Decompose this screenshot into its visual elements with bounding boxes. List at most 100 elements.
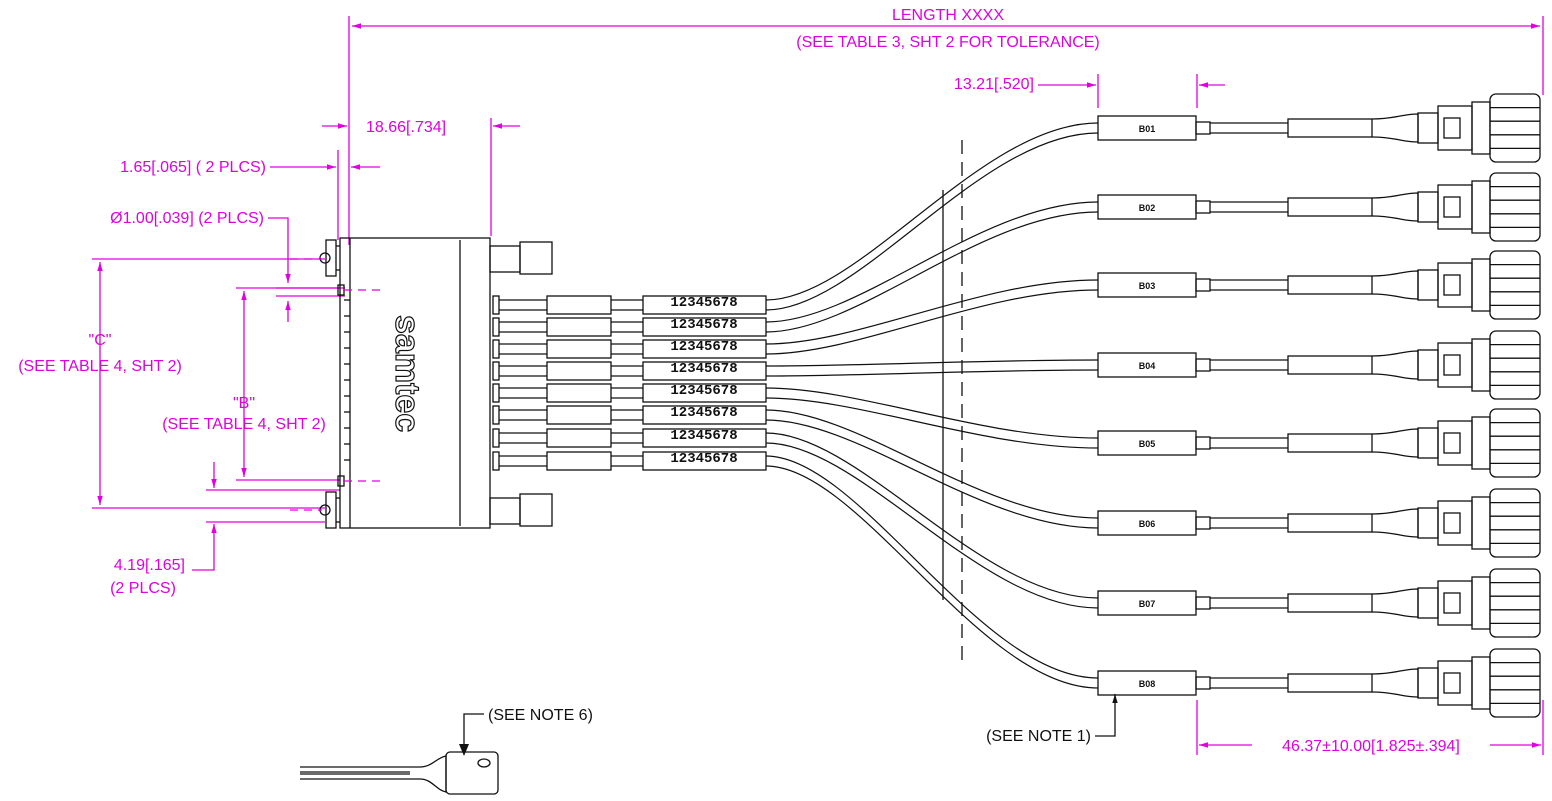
hole-diameter-dimension: Ø1.00[.039] (2 PLCS) [110, 210, 345, 322]
cable-label-text: B04 [1139, 361, 1156, 371]
b-label: "B" [233, 395, 255, 412]
cable-ferrule [492, 405, 500, 425]
cable-sleeves: 12345678 12345678 12345678 12345678 12345678… [492, 295, 767, 471]
flange-text: 1.65[.065] ( 2 PLCS) [120, 159, 266, 176]
cable-wire [765, 419, 1099, 529]
cable-wire [765, 289, 1099, 355]
connector-nut [1489, 172, 1541, 242]
cable-label-text: B03 [1139, 281, 1156, 291]
connector-boot [1371, 192, 1419, 222]
body-depth-dimension: 18.66[.734] [322, 118, 520, 236]
connector-ferrule [1417, 507, 1439, 539]
cable-sleeve-end [1195, 676, 1211, 690]
connector-ferrule [1417, 191, 1439, 223]
connector-coupling [1471, 416, 1491, 470]
cable-wire [765, 201, 1099, 323]
marker-band-text: 12345678 [670, 451, 737, 467]
cable-sleeve-end [1195, 436, 1211, 450]
cable-wire [765, 387, 1099, 439]
connector-window [1443, 117, 1461, 139]
marker-band-text: 12345678 [670, 383, 737, 399]
note-6-text: (SEE NOTE 6) [488, 707, 593, 724]
cable-label-text: B02 [1139, 203, 1156, 213]
connector-ferrule [1417, 269, 1439, 301]
connector-window [1443, 592, 1461, 614]
cable-ferrule [492, 361, 500, 381]
c-dimension: "C" (SEE TABLE 4, SHT 2) [18, 258, 325, 509]
connector-boot [1371, 113, 1419, 143]
length-dimension: LENGTH XXXX (SEE TABLE 3, SHT 2 FOR TOLE… [348, 7, 1544, 245]
marker-band [642, 383, 767, 403]
heat-shrink-sleeve [546, 405, 612, 425]
connector-ferrule [1417, 112, 1439, 144]
note-6-callout: (SEE NOTE 6) [459, 707, 593, 756]
connector-body [1437, 184, 1473, 230]
cable-label-text: B05 [1139, 439, 1156, 449]
cable-jacket [1287, 433, 1373, 453]
cable-jacket [1287, 513, 1373, 533]
cable-sleeve-end [1195, 200, 1211, 214]
connector-coupling [1471, 258, 1491, 312]
connector-window [1443, 432, 1461, 454]
connector-nut [1489, 250, 1541, 320]
marker-band [642, 428, 767, 448]
cable-label-text: B07 [1139, 599, 1156, 609]
connector-coupling [1471, 496, 1491, 550]
connector-body [1437, 660, 1473, 706]
connector-boot [1371, 508, 1419, 538]
connector-body [1437, 420, 1473, 466]
connector-nut [1489, 648, 1541, 718]
cable-jacket [1287, 673, 1373, 693]
connector-body [1437, 342, 1473, 388]
cable-jacket [1287, 275, 1373, 295]
connector-window [1443, 512, 1461, 534]
connector-nut [1489, 488, 1541, 558]
cable-wire [765, 442, 1099, 609]
marker-band [642, 295, 767, 315]
cable-jacket [1287, 593, 1373, 613]
connector-nut [1489, 93, 1541, 163]
marker-band [642, 361, 767, 381]
cable-wire [765, 397, 1099, 449]
cable-wire [765, 432, 1099, 599]
heat-shrink-sleeve [546, 339, 612, 359]
heat-shrink-sleeve [546, 383, 612, 403]
hole-diameter-text: Ø1.00[.039] (2 PLCS) [110, 210, 264, 227]
cable-wire [765, 359, 1099, 367]
cable-ferrule [492, 317, 500, 337]
cable-wire [765, 279, 1099, 345]
cable-wire [765, 409, 1099, 519]
heat-shrink-sleeve [546, 295, 612, 315]
cable-jacket [1287, 355, 1373, 375]
break-line [942, 140, 963, 660]
connector-nut [1489, 408, 1541, 478]
cable-wire [765, 369, 1099, 377]
connector-coupling [1471, 576, 1491, 630]
edge-offset-qty-text: (2 PLCS) [110, 580, 176, 597]
marker-band-text: 12345678 [670, 428, 737, 444]
samtec-logo: samtec [388, 315, 426, 432]
cable-jacket [1287, 197, 1373, 217]
cable-wire [765, 211, 1099, 333]
cable-jacket [1287, 118, 1373, 138]
marker-band-text: 12345678 [670, 295, 737, 311]
heat-shrink-sleeve [546, 317, 612, 337]
connector-length-text: 46.37±10.00[1.825±.394] [1282, 738, 1460, 755]
connector-boot [1371, 428, 1419, 458]
cable-ferrule [492, 451, 500, 471]
c-reference: (SEE TABLE 4, SHT 2) [18, 358, 182, 375]
connector-body [1437, 580, 1473, 626]
connector-boot [1371, 350, 1419, 380]
cable-wire [765, 455, 1099, 679]
cable-wire [765, 465, 1099, 689]
marker-band [642, 405, 767, 425]
connector-window [1443, 274, 1461, 296]
length-text: LENGTH XXXX [892, 7, 1004, 24]
connector-body [1437, 105, 1473, 151]
marker-band-text: 12345678 [670, 361, 737, 377]
body-depth-text: 18.66[.734] [366, 119, 446, 136]
connector-body [290, 237, 553, 529]
connector-nut [1489, 330, 1541, 400]
connector-window [1443, 672, 1461, 694]
